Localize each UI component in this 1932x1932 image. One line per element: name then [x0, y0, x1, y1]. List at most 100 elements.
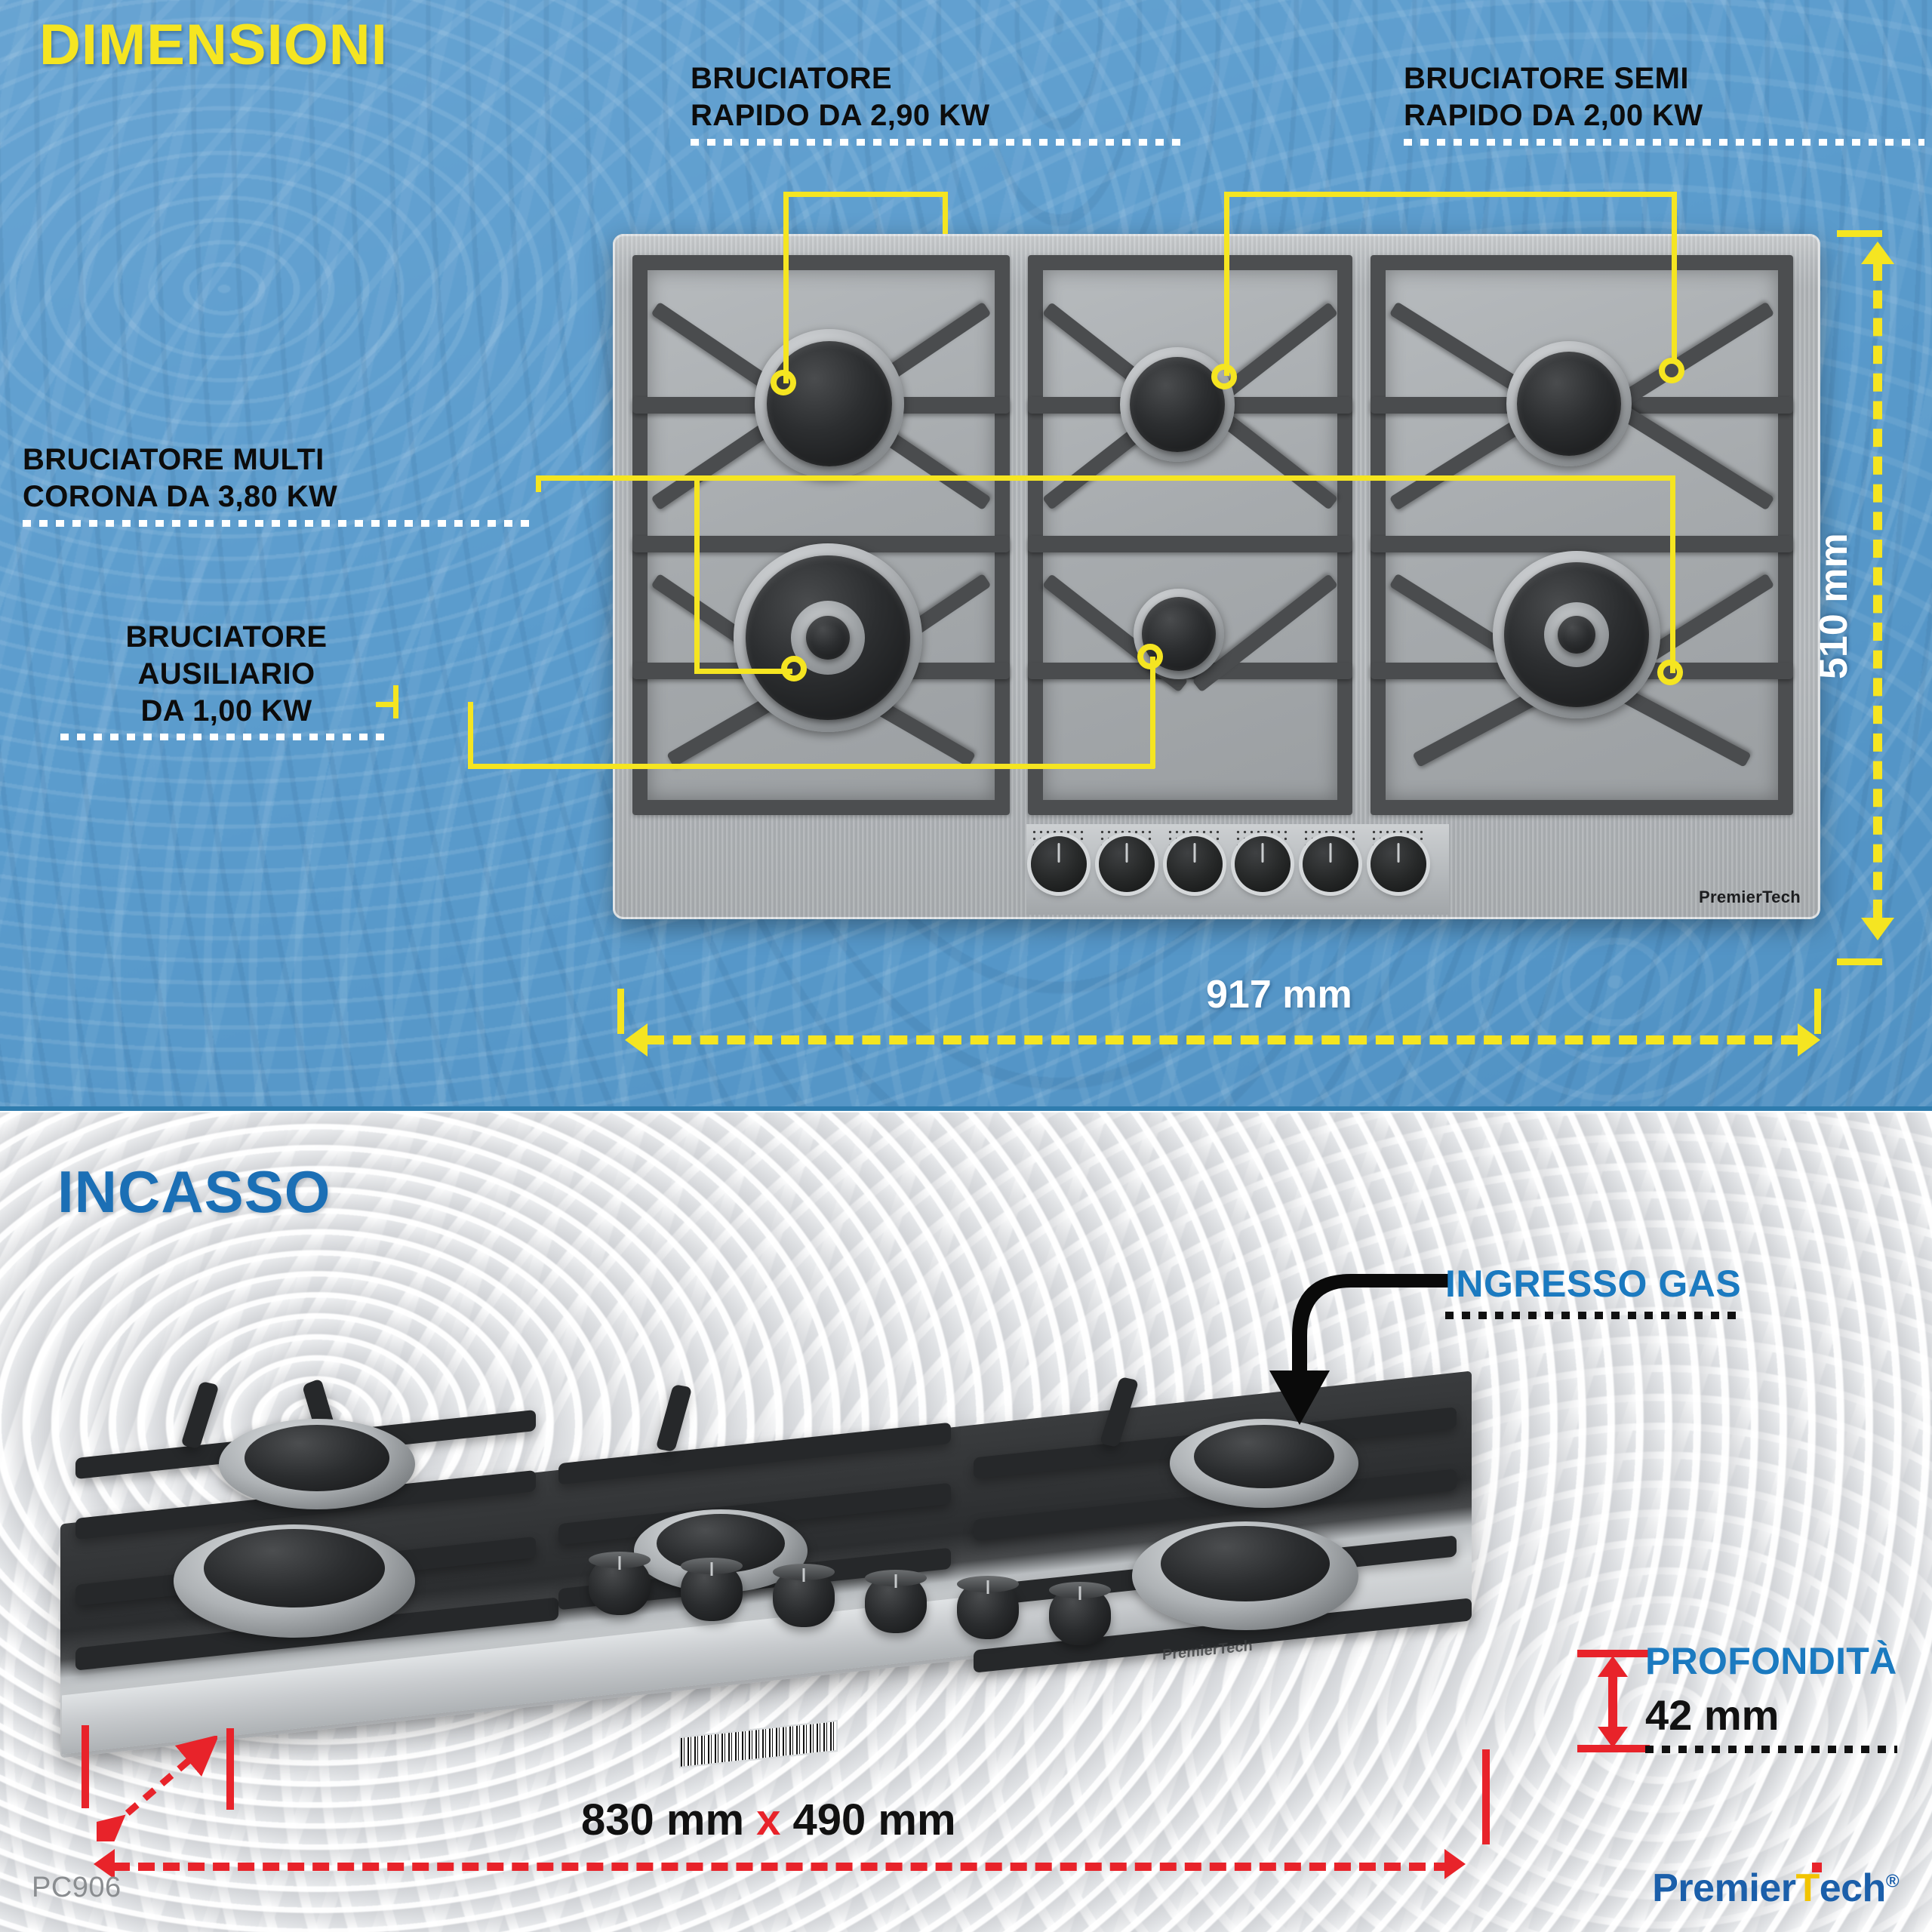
leader-line-semi-v2: [1672, 192, 1677, 362]
iso-grate-left-post-1: [180, 1380, 220, 1450]
iso-control-knob-5[interactable]: [957, 1576, 1019, 1639]
leader-line-aux-v3: [1150, 657, 1155, 768]
iso-control-knob-4[interactable]: [865, 1570, 927, 1633]
callout-multicorona: BRUCIATORE MULTI CORONA DA 3,80 KW: [23, 441, 536, 527]
control-knob-1[interactable]: [1031, 836, 1087, 892]
cooktop-top-view-image: PremierTech: [613, 234, 1820, 919]
gas-inlet-label: INGRESSO GAS: [1445, 1263, 1742, 1305]
logo-registered-mark: ®: [1885, 1871, 1900, 1892]
leader-line-rapido-v2: [943, 192, 948, 234]
iso-burner-left-rear: [219, 1419, 415, 1509]
callout-rapido: BRUCIATORE RAPIDO DA 2,90 KW: [691, 60, 1189, 146]
logo-prefix: Premier: [1652, 1866, 1796, 1910]
callout-ausiliario-line1: BRUCIATORE: [125, 620, 328, 654]
dim-label-width-917mm: 917 mm: [1206, 973, 1352, 1017]
dim-dashed-line-510: [1873, 263, 1882, 918]
leader-line-rapido-h: [783, 192, 948, 197]
leader-line-rapido-v1: [783, 192, 789, 238]
grate-zone-center: [1028, 255, 1352, 815]
logo-t-glyph: T: [1795, 1866, 1820, 1910]
leader-line-aux-v2: [468, 702, 473, 764]
control-knob-panel: [1026, 824, 1449, 915]
leader-line-multi-h1: [536, 475, 1675, 481]
cutout-arrow-left: [94, 1849, 115, 1879]
leader-line-multi-v-down: [694, 475, 700, 673]
callout-ausiliario-line3: DA 1,00 KW: [140, 694, 312, 728]
callout-multicorona-underline: [23, 519, 536, 527]
control-knob-3[interactable]: [1167, 836, 1223, 892]
cooktop-brand-text: PremierTech: [1699, 888, 1801, 906]
iso-burner-right-rear: [1170, 1419, 1358, 1508]
callout-ausiliario: BRUCIATORE AUSILIARIO DA 1,00 KW: [60, 619, 392, 741]
burner-multicorona-right: [1493, 551, 1660, 718]
callout-multicorona-line2: CORONA DA 3,80 KW: [23, 479, 338, 513]
leader-line-multi-h2: [694, 669, 792, 674]
leader-line-aux-h1: [376, 702, 398, 707]
leader-line-multi-v-left: [536, 475, 541, 492]
iso-burner-right-front: [1132, 1521, 1358, 1630]
logo-t-letter: T: [1795, 1863, 1822, 1911]
leader-line-semi-h: [1224, 192, 1677, 197]
depth-tick-bottom: [1577, 1745, 1650, 1752]
callout-multicorona-line1: BRUCIATORE MULTI: [23, 443, 325, 476]
control-knob-4[interactable]: [1235, 836, 1291, 892]
burner-multicorona-3-80kw: [734, 543, 922, 732]
leader-line-rapido-v3: [783, 234, 789, 383]
grate-zone-right: [1371, 255, 1793, 815]
cutout-dimensions-label: 830 mm x 490 mm: [581, 1795, 956, 1845]
iso-control-knob-2[interactable]: [681, 1558, 743, 1621]
callout-semirapido-line1: BRUCIATORE SEMI: [1404, 62, 1689, 95]
marker-semi-right: [1659, 358, 1684, 383]
section-divider: [0, 1106, 1932, 1111]
leader-line-multi-v-right: [1670, 475, 1675, 673]
marker-semi-center: [1211, 364, 1237, 389]
callout-semirapido: BRUCIATORE SEMI RAPIDO DA 2,00 KW: [1404, 60, 1924, 146]
cutout-separator: x: [756, 1795, 781, 1844]
cutout-tick-right: [1482, 1749, 1490, 1844]
cutout-diag-tick: [226, 1728, 234, 1810]
callout-ausiliario-line2: AUSILIARIO: [137, 657, 315, 691]
depth-value: 42 mm: [1645, 1691, 1780, 1739]
dimensions-section: DIMENSIONI: [0, 0, 1932, 1111]
cutout-tick-left: [82, 1725, 89, 1808]
dim-tick-right-bottom: [1814, 989, 1821, 1034]
leader-line-semi-v3: [1224, 232, 1229, 376]
burner-semirapido-2-00kw-center: [1120, 347, 1235, 462]
depth-label: PROFONDITÀ: [1645, 1640, 1897, 1682]
iso-burner-center: [634, 1509, 808, 1592]
dim-label-height-510mm: 510 mm: [1812, 533, 1856, 679]
depth-underline: [1645, 1746, 1897, 1753]
control-knob-5[interactable]: [1303, 836, 1358, 892]
marker-ausiliario: [1137, 644, 1163, 669]
iso-control-knob-6[interactable]: [1049, 1582, 1111, 1645]
page-title-dimensioni: DIMENSIONI: [39, 13, 388, 77]
leader-line-semi-v1: [1224, 192, 1229, 232]
cutout-diagonal-arrow-icon: [97, 1736, 217, 1841]
cutout-height-value: 490 mm: [792, 1795, 956, 1844]
iso-burner-left-front: [174, 1524, 415, 1638]
dim-dashed-line-917: [646, 1035, 1799, 1044]
cooktop-angled-view-image: [60, 1371, 1517, 1758]
gas-inlet-arrow-icon: [1269, 1274, 1449, 1425]
dim-arrow-up-510: [1861, 242, 1894, 264]
callout-semirapido-underline: [1404, 138, 1924, 146]
control-knob-6[interactable]: [1371, 836, 1426, 892]
logo-red-square: [1811, 1863, 1822, 1872]
burner-semirapido-2-00kw-right: [1506, 341, 1632, 466]
gas-inlet-label-group: INGRESSO GAS: [1445, 1262, 1742, 1319]
page-title-incasso: INCASSO: [57, 1158, 331, 1225]
cutout-width-value: 830 mm: [581, 1795, 745, 1844]
iso-control-knob-3[interactable]: [773, 1564, 835, 1627]
dim-tick-left-bottom: [617, 989, 624, 1034]
dim-tick-top-right: [1837, 230, 1882, 237]
callout-semirapido-line2: RAPIDO DA 2,00 KW: [1404, 98, 1703, 132]
iso-control-knob-1[interactable]: [589, 1552, 651, 1615]
iso-grate-center-post: [655, 1384, 693, 1452]
marker-multicorona-left: [781, 656, 807, 681]
cutout-arrow-right: [1444, 1849, 1466, 1879]
control-knob-2[interactable]: [1099, 836, 1155, 892]
dim-arrow-down-510: [1861, 918, 1894, 940]
dim-arrow-left-917: [625, 1023, 648, 1057]
